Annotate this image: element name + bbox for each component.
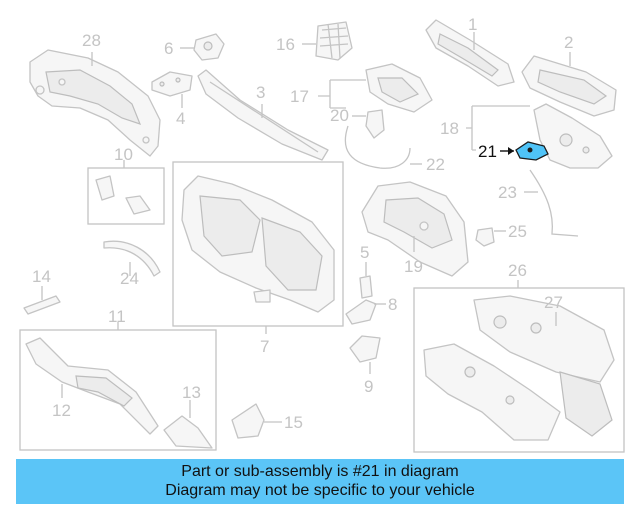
info-banner: Part or sub-assembly is #21 in diagram D… xyxy=(16,459,624,504)
banner-line-part-number: Part or sub-assembly is #21 in diagram xyxy=(181,463,459,480)
part-11-12-pillar xyxy=(25,337,159,435)
part-7-group-box xyxy=(172,161,344,327)
part-6-bracket xyxy=(193,33,225,61)
part-15-bracket xyxy=(231,403,265,439)
part-3-cowl-panel xyxy=(197,69,329,161)
part-18-assembly xyxy=(533,103,613,169)
callout-22: 22 xyxy=(426,155,445,174)
callout-26: 26 xyxy=(508,261,527,280)
part-7-dash-panel xyxy=(181,175,335,313)
part-14-strip xyxy=(23,295,61,315)
part-16-grille xyxy=(315,21,353,61)
part-21-highlighted xyxy=(515,141,549,161)
callout-6: 6 xyxy=(164,39,173,58)
callout-15: 15 xyxy=(284,413,303,432)
callout-23: 23 xyxy=(498,183,517,202)
callout-3: 3 xyxy=(256,83,265,102)
callout-17: 17 xyxy=(290,87,309,106)
callout-1: 1 xyxy=(468,15,477,34)
part-26-group-box xyxy=(413,287,625,453)
part-10-group-box xyxy=(87,167,165,225)
callout-19: 19 xyxy=(404,257,423,276)
part-2-cowl-side xyxy=(521,55,617,117)
part-25-plug xyxy=(475,227,495,247)
callout-20: 20 xyxy=(330,106,349,125)
part-17-cowl-bracket xyxy=(365,63,433,113)
callout-9: 9 xyxy=(364,377,373,396)
callout-28: 28 xyxy=(82,31,101,50)
callout-12: 12 xyxy=(52,401,71,420)
part-8-bracket xyxy=(345,299,377,325)
callout-8: 8 xyxy=(388,295,397,314)
part-9-bracket xyxy=(349,335,381,363)
callout-24: 24 xyxy=(120,269,139,288)
part-22-seal xyxy=(344,125,411,169)
callout-2: 2 xyxy=(564,33,573,52)
callout-10: 10 xyxy=(114,145,133,164)
callout-27: 27 xyxy=(544,293,563,312)
callout-4: 4 xyxy=(176,109,185,128)
part-1-cowl-side xyxy=(425,19,515,87)
part-5-bracket xyxy=(359,275,373,299)
callout-5: 5 xyxy=(360,243,369,262)
part-24-strip xyxy=(103,240,161,277)
callout-14: 14 xyxy=(32,267,51,286)
banner-line-disclaimer: Diagram may not be specific to your vehi… xyxy=(165,482,475,499)
part-26-27-insulator xyxy=(423,295,615,441)
callout-11: 11 xyxy=(108,307,126,326)
callout-21: 21 xyxy=(478,142,497,161)
callout-16: 16 xyxy=(276,35,295,54)
callout-18: 18 xyxy=(440,119,459,138)
part-10-clips xyxy=(95,175,151,215)
callout-25: 25 xyxy=(508,222,527,241)
part-28-dash-panel xyxy=(29,49,161,157)
part-4-bracket xyxy=(151,71,193,97)
callout-7: 7 xyxy=(260,337,269,356)
callout-13: 13 xyxy=(182,383,201,402)
part-23-cable xyxy=(529,169,579,237)
part-20-clip xyxy=(365,109,385,139)
part-19-dash-insulator xyxy=(361,181,469,277)
part-13-bracket xyxy=(163,415,213,449)
